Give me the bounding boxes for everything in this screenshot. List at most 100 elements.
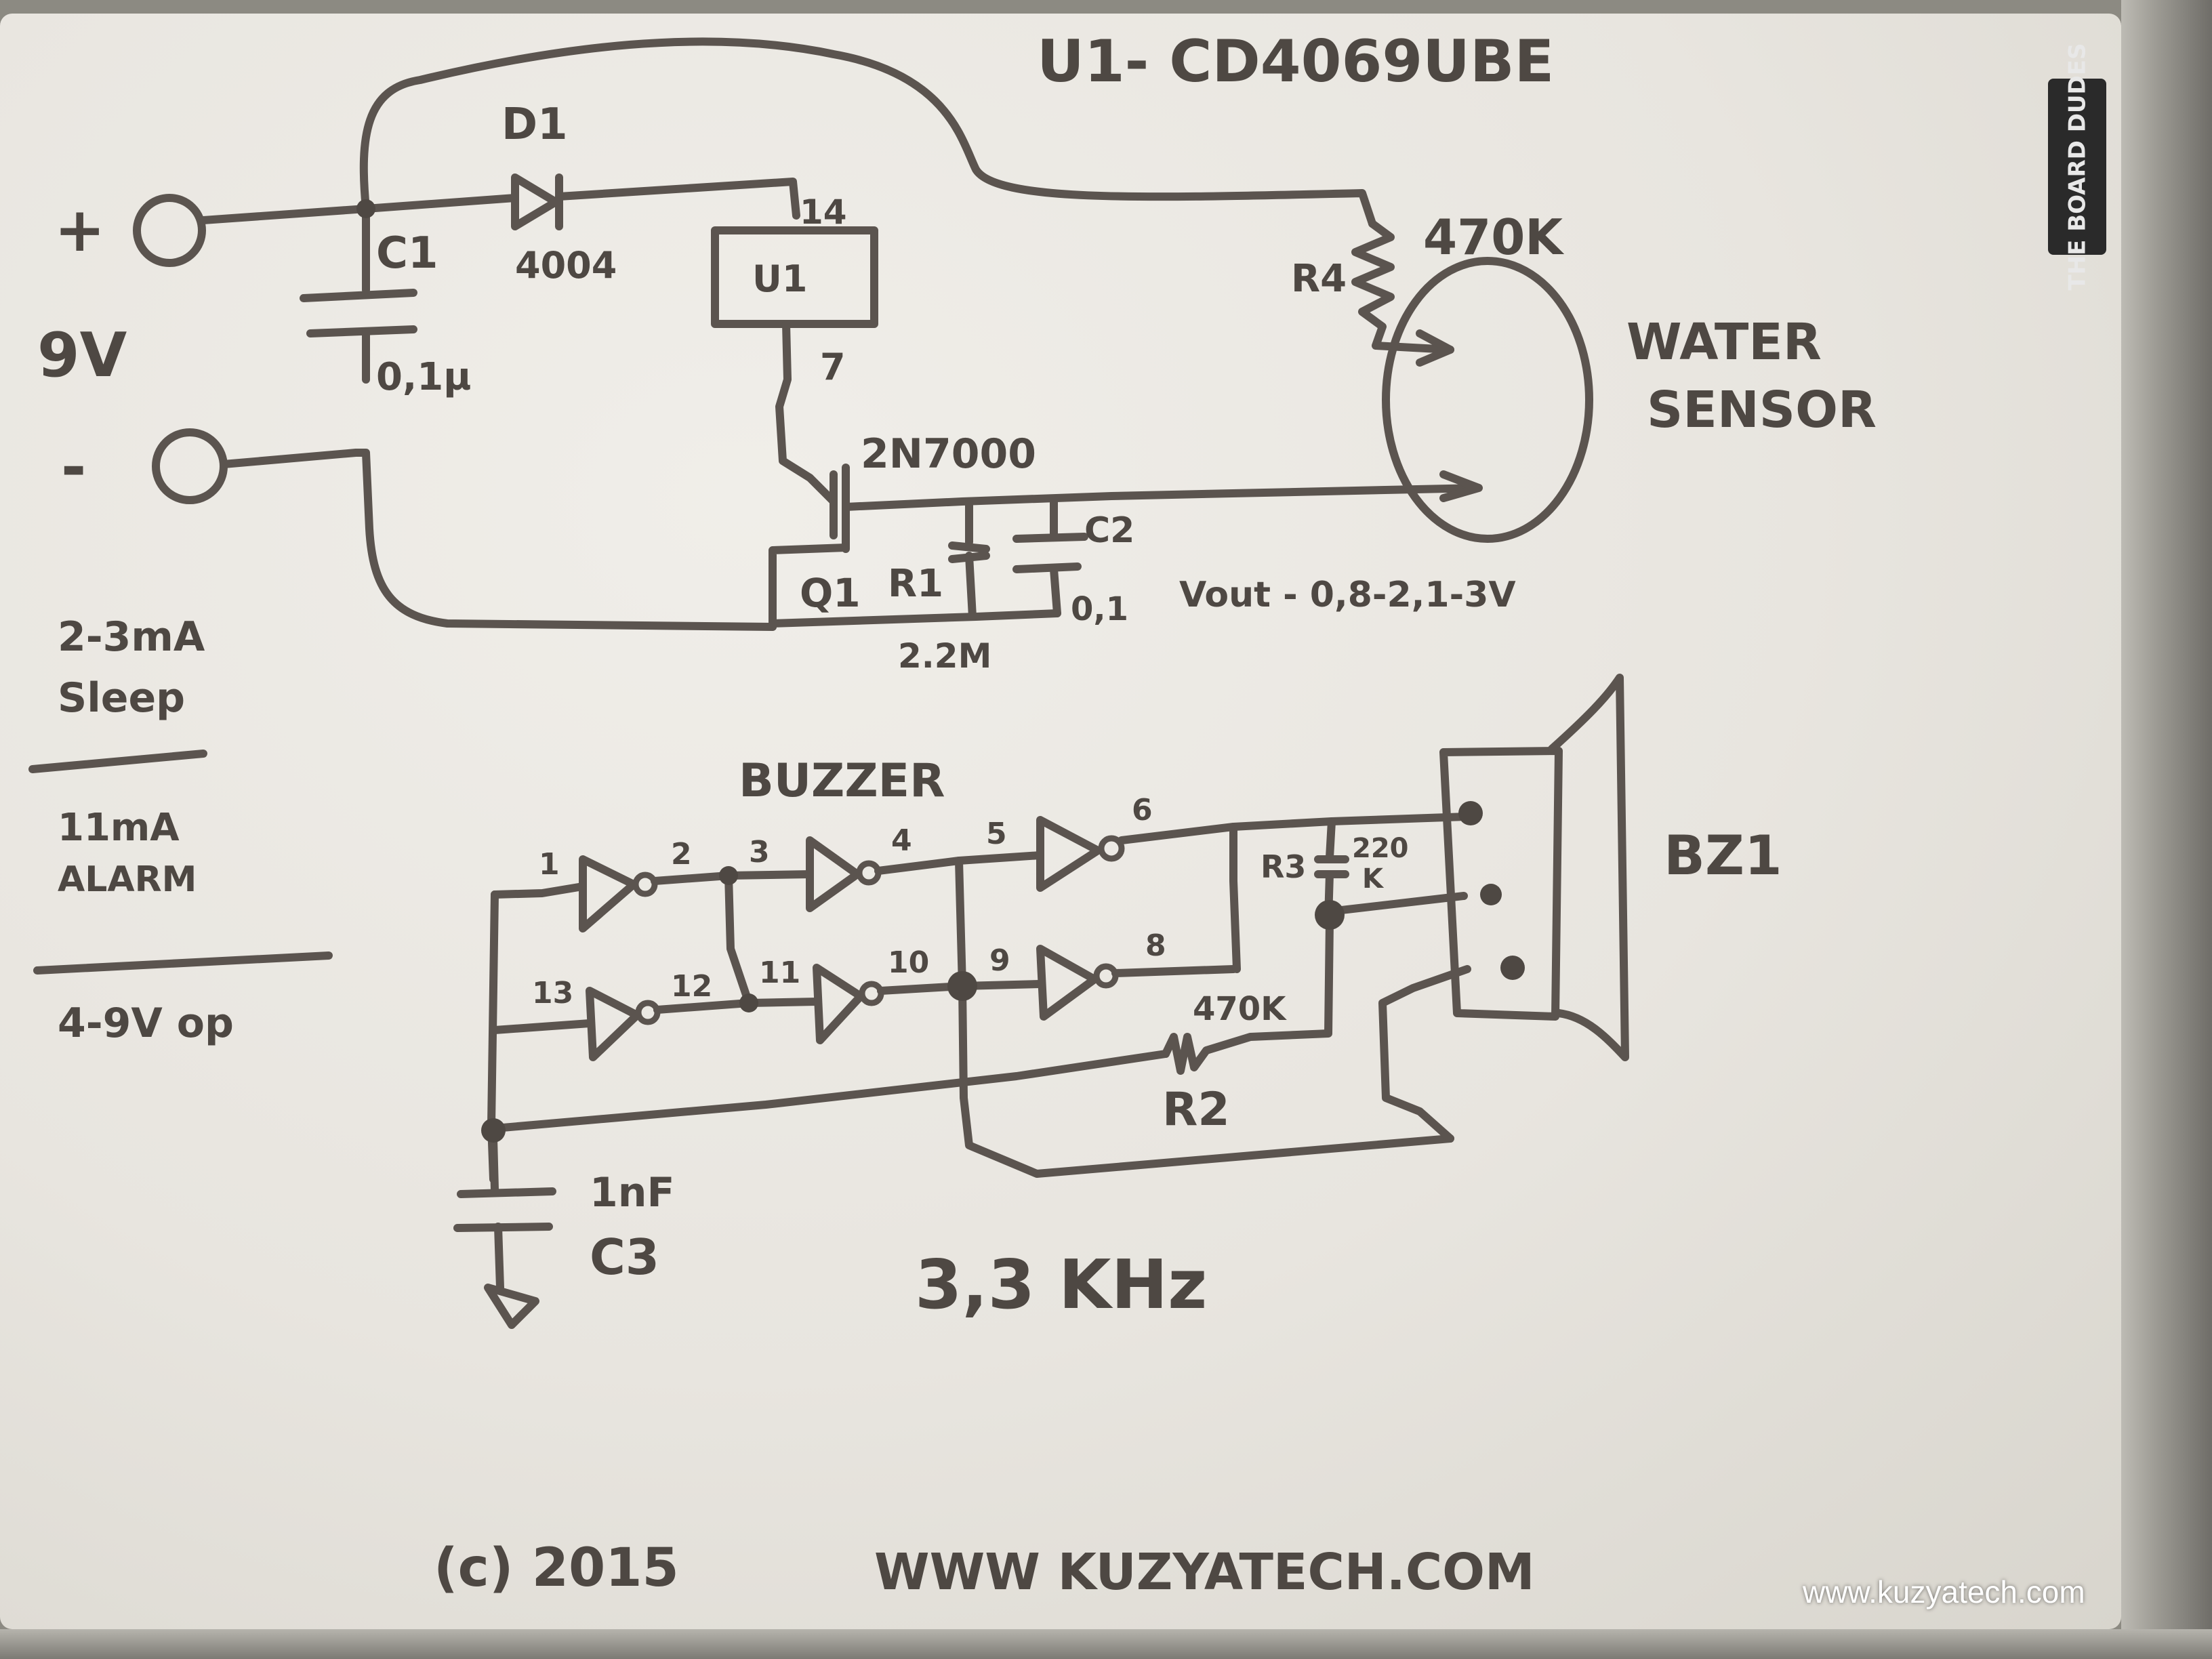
q1-type-label: 2N7000 bbox=[861, 430, 1036, 478]
pin-9: 9 bbox=[989, 943, 1010, 978]
r3-to-bz1-wire bbox=[1326, 892, 1468, 916]
brand-logo-text: THE BOARD DUDES bbox=[2064, 43, 2091, 291]
u1-pin7-wire bbox=[775, 320, 838, 506]
u1-chip-box bbox=[711, 226, 878, 328]
sleep-label: Sleep bbox=[58, 674, 185, 722]
junction-dot bbox=[481, 1118, 506, 1143]
minus-terminal-circle bbox=[152, 428, 228, 504]
frequency-label: 3,3 KHz bbox=[915, 1245, 1207, 1324]
junction-dot bbox=[356, 199, 375, 218]
c2-top-plate bbox=[1012, 533, 1088, 543]
sleep-current-label: 2-3mA bbox=[58, 613, 205, 661]
c2-label: C2 bbox=[1084, 510, 1134, 551]
r3-top-lead bbox=[1326, 817, 1336, 861]
r1-value-label: 2.2M bbox=[898, 636, 991, 676]
supply-wiring bbox=[133, 37, 1593, 631]
plus-terminal-circle bbox=[133, 194, 206, 267]
operating-voltage-label: 4-9V op bbox=[58, 1000, 234, 1047]
r2-resistor bbox=[1162, 918, 1334, 1075]
c3-bottom-lead bbox=[494, 1223, 504, 1292]
r1-label: R1 bbox=[888, 562, 943, 606]
plus-sign: + bbox=[54, 194, 105, 266]
sensor-label-line2: SENSOR bbox=[1647, 381, 1877, 439]
r4-label: R4 bbox=[1291, 257, 1347, 301]
alarm-label: ALARM bbox=[58, 859, 197, 900]
sensor-probe-arrow-upper bbox=[1416, 329, 1454, 367]
r2-value-label: 470K bbox=[1193, 990, 1287, 1028]
sensor-label-line1: WATER bbox=[1626, 313, 1822, 371]
r1-mark-top bbox=[948, 541, 990, 553]
r2-label: R2 bbox=[1162, 1083, 1230, 1136]
q1-drain-to-sensor-wire bbox=[842, 484, 1481, 511]
inverter-5-6 bbox=[1036, 816, 1102, 892]
bz1-horn bbox=[1548, 674, 1629, 1061]
c1-top-plate bbox=[300, 289, 417, 302]
watermark-text: www.kuzyatech.com bbox=[1803, 1574, 2085, 1610]
c1-bottom-plate bbox=[306, 325, 417, 337]
c3-top-lead bbox=[489, 1134, 499, 1193]
d1-to-u1-wire bbox=[555, 178, 800, 220]
r2-feedback-wire bbox=[491, 1050, 1170, 1132]
d1-type-label: 4004 bbox=[515, 244, 617, 287]
r4-resistor-zigzag bbox=[1351, 220, 1454, 354]
inverter1-output-wire bbox=[651, 872, 733, 885]
inverter4-output-wire bbox=[653, 999, 753, 1014]
c3-label: C3 bbox=[590, 1229, 659, 1286]
pin-8: 8 bbox=[1145, 928, 1166, 963]
bz1-body bbox=[1439, 747, 1563, 1021]
pin-3: 3 bbox=[749, 835, 770, 869]
c3-value-label: 1nF bbox=[590, 1169, 674, 1216]
r3-value-line2: K bbox=[1362, 863, 1385, 895]
footer-site-label: WWW KUZYATECH.COM bbox=[874, 1543, 1535, 1601]
inverter1-bubble bbox=[632, 872, 658, 897]
copyright-label: (c) 2015 bbox=[434, 1538, 679, 1599]
vout-label: Vout - 0,8-2,1-3V bbox=[1179, 575, 1516, 615]
c3-top-plate bbox=[457, 1187, 556, 1198]
pin-6: 6 bbox=[1132, 793, 1153, 827]
junction-dot bbox=[719, 866, 738, 885]
pin4-5-9-10-bus bbox=[955, 857, 1454, 1178]
c3-bottom-plate bbox=[453, 1223, 553, 1232]
sensor-probe-arrow-lower bbox=[1439, 470, 1483, 502]
water-sensor-oval bbox=[1382, 257, 1593, 543]
diode-d1-symbol bbox=[511, 173, 560, 230]
bz1-pin-dot bbox=[1500, 956, 1525, 980]
inverter5-input-wire bbox=[745, 998, 821, 1007]
pin-5: 5 bbox=[986, 817, 1007, 851]
inverter3-output-wire bbox=[1118, 813, 1471, 844]
pin-10: 10 bbox=[888, 945, 929, 980]
inverter2-input-wire bbox=[724, 870, 814, 880]
pin-1: 1 bbox=[539, 847, 560, 882]
c2-bottom-plate bbox=[1012, 562, 1082, 573]
r3-value-line1: 220 bbox=[1352, 833, 1409, 864]
u1-pin14-label: 14 bbox=[800, 192, 847, 232]
whiteboard-frame-right bbox=[2121, 0, 2212, 1659]
pin-13: 13 bbox=[532, 976, 573, 1010]
inverter1-input-wire bbox=[491, 882, 587, 899]
u1-label: U1 bbox=[752, 258, 807, 300]
inverter-3-4 bbox=[806, 836, 861, 912]
supply-voltage-label: 9V bbox=[37, 320, 127, 391]
alarm-current-label: 11mA bbox=[58, 806, 180, 850]
brand-magnet-logo: THE BOARD DUDES bbox=[2048, 43, 2106, 290]
schematic-labels: U1- CD4069UBE + - 9V D1 4004 C1 0,1µ U1 … bbox=[37, 28, 1877, 1601]
junction-dot bbox=[739, 994, 758, 1012]
inverter4-input-wire bbox=[491, 1019, 594, 1034]
inverter-13-12 bbox=[586, 987, 641, 1061]
pin6-8-link bbox=[1229, 823, 1241, 973]
ground-return-wire bbox=[769, 609, 1061, 628]
title-label: U1- CD4069UBE bbox=[1037, 28, 1554, 96]
inverter-1-2 bbox=[579, 855, 638, 933]
ground-symbol bbox=[484, 1284, 539, 1329]
bz1-pin-dot bbox=[1458, 801, 1483, 825]
inverter-9-8 bbox=[1036, 945, 1099, 1021]
c1-label: C1 bbox=[376, 228, 438, 279]
pin-11: 11 bbox=[759, 956, 800, 990]
bz1-pin-dot bbox=[1480, 884, 1502, 905]
q1-source-wire bbox=[769, 544, 850, 631]
c2-bottom-lead bbox=[1050, 565, 1061, 617]
c1-value-label: 0,1µ bbox=[376, 355, 471, 399]
q1-label: Q1 bbox=[800, 570, 861, 616]
notes-divider-2 bbox=[33, 951, 333, 975]
